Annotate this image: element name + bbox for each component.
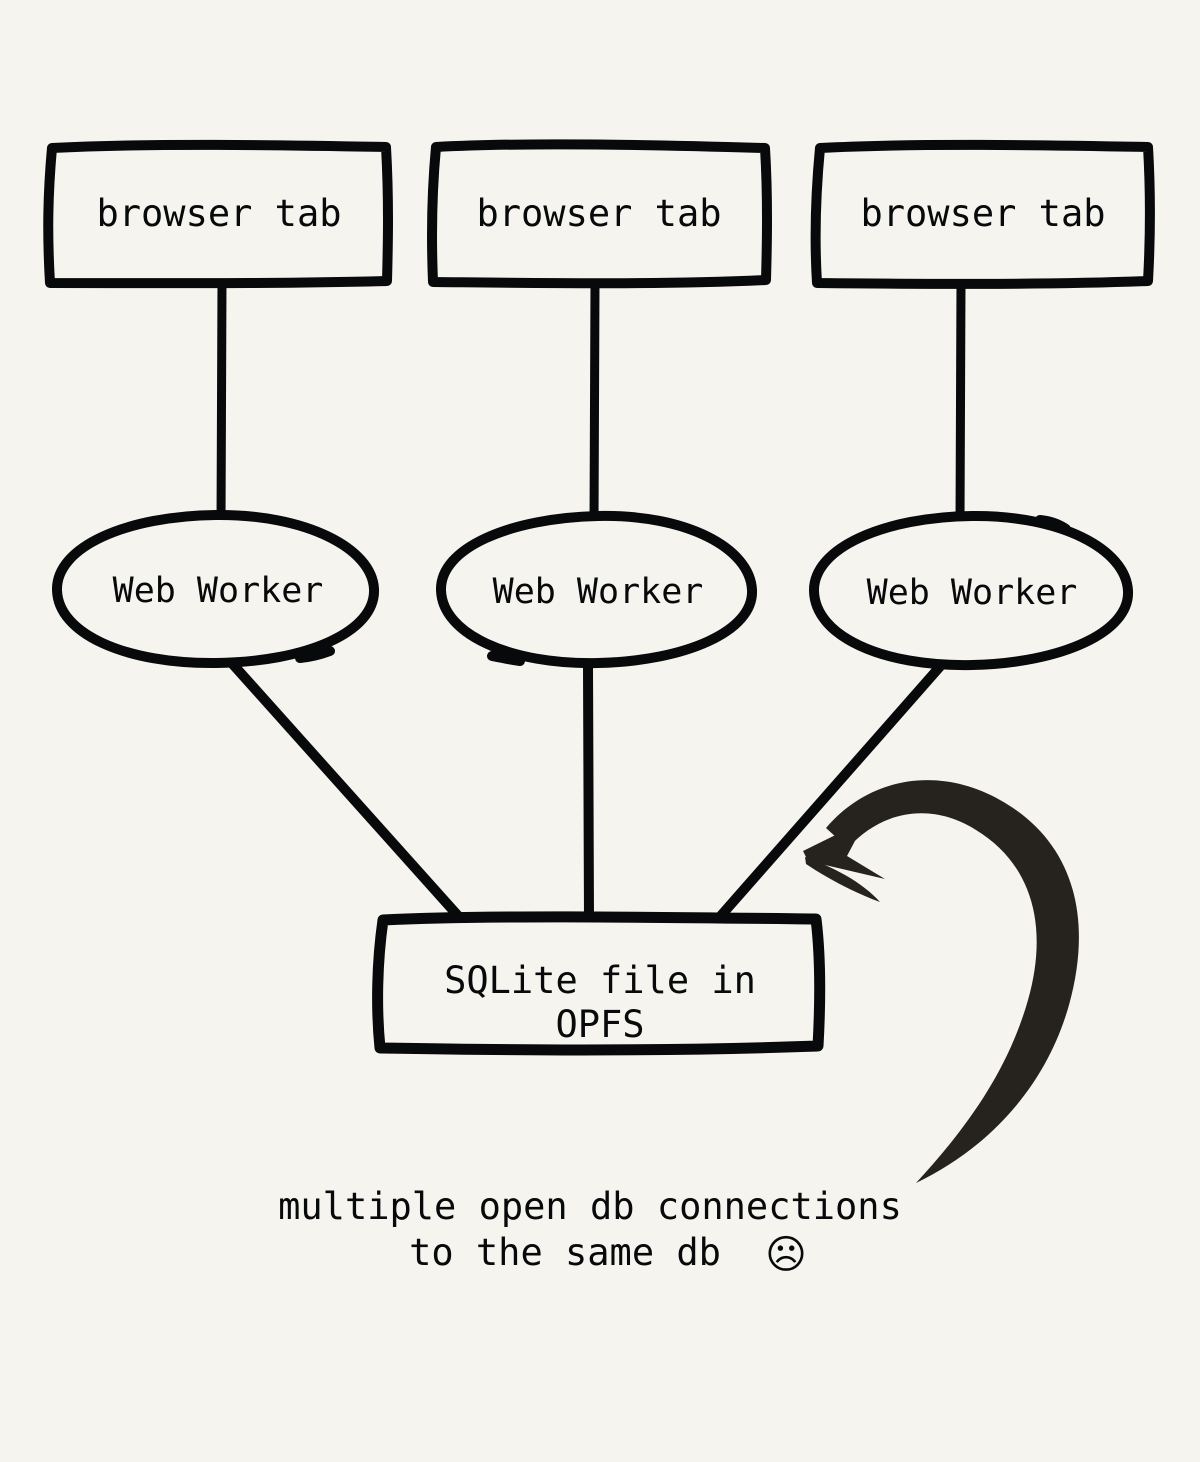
edge-worker3-db xyxy=(713,657,949,924)
web-worker-3-label: Web Worker xyxy=(867,573,1078,613)
edge-worker2-db xyxy=(583,661,594,925)
web-worker-2-outline xyxy=(435,510,758,669)
annotation-caption-line1: multiple open db connections xyxy=(278,1185,902,1228)
node-sqlite-opfs[interactable]: SQLite file in OPFS xyxy=(372,911,826,1056)
web-worker-1-outline xyxy=(51,509,380,669)
browser-tab-1-label: browser tab xyxy=(96,192,341,235)
annotation-caption: multiple open db connections to the same… xyxy=(278,1185,902,1278)
frowning-face-icon: ☹ xyxy=(765,1232,807,1278)
edge-tab2-worker2 xyxy=(589,278,600,529)
node-browser-tab-2[interactable]: browser tab xyxy=(427,139,772,289)
web-worker-1-label: Web Worker xyxy=(113,571,324,611)
node-web-worker-3[interactable]: Web Worker xyxy=(808,510,1134,671)
browser-tab-2-outline xyxy=(427,139,772,289)
annotation-arrowhead xyxy=(803,820,885,879)
sqlite-opfs-label-line2: OPFS xyxy=(555,1003,644,1046)
node-web-worker-2[interactable]: Web Worker xyxy=(435,510,758,669)
edge-group xyxy=(216,276,966,925)
annotation-arrowhead-barb xyxy=(805,857,880,902)
edge-tab1-worker1 xyxy=(216,276,227,530)
annotation-curved-arrow xyxy=(803,780,1079,1183)
edge-tab3-worker3 xyxy=(955,278,966,527)
browser-tab-3-outline xyxy=(810,139,1155,289)
browser-tab-1-outline xyxy=(43,139,393,289)
sqlite-opfs-outline xyxy=(372,911,826,1056)
browser-tab-3-label: browser tab xyxy=(860,192,1105,235)
browser-tab-2-label: browser tab xyxy=(476,192,721,235)
annotation-arrow-body xyxy=(826,780,1079,1183)
web-worker-3-outline xyxy=(808,510,1134,671)
annotation-caption-line2: to the same db xyxy=(409,1231,721,1274)
node-web-worker-1[interactable]: Web Worker xyxy=(51,509,380,669)
node-browser-tab-1[interactable]: browser tab xyxy=(43,139,393,289)
sqlite-opfs-label-line1: SQLite file in xyxy=(444,959,756,1002)
edge-worker1-db xyxy=(224,655,465,923)
node-browser-tab-3[interactable]: browser tab xyxy=(810,139,1155,289)
web-worker-2-label: Web Worker xyxy=(493,572,704,612)
